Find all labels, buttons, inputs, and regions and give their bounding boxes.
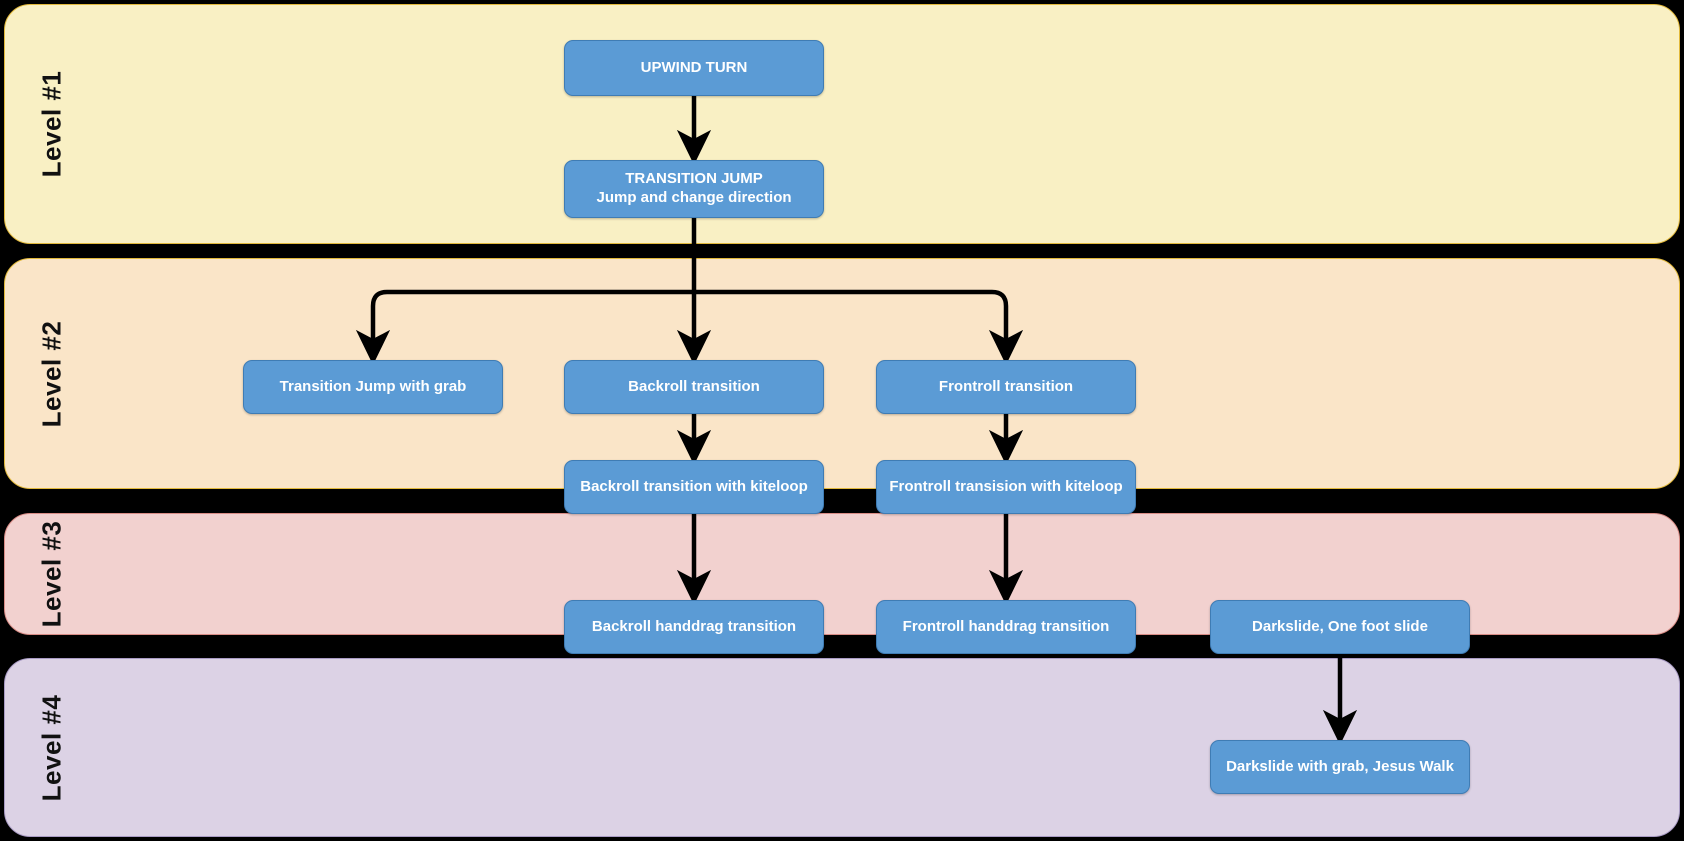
node-label-line: Backroll transition (628, 377, 760, 395)
node-label-line: TRANSITION JUMP (625, 170, 763, 188)
node-label-line: Darkslide with grab, Jesus Walk (1226, 757, 1454, 775)
node-backroll-handdrag-transition[interactable]: Backroll handdrag transition (564, 600, 824, 654)
node-label-line: Frontroll transition (938, 377, 1074, 395)
band-label-level-4: Level #4 (36, 694, 67, 801)
node-transition-jump-with-grab[interactable]: Transition Jump with grab (243, 360, 503, 414)
band-label-level-3: Level #3 (36, 520, 67, 628)
node-label-line: Darkslide, One foot slide (1252, 617, 1428, 635)
node-frontroll-handdrag-transition[interactable]: Frontroll handdrag transition (876, 600, 1136, 654)
band-label-level-2: Level #2 (36, 320, 67, 427)
node-label-line: Frontroll handdrag transition (902, 617, 1110, 635)
node-backroll-transition[interactable]: Backroll transition (564, 360, 824, 414)
band-label-level-1: Level #1 (36, 70, 67, 178)
node-label-line: UPWIND TURN (640, 58, 748, 76)
node-darkslide-one-foot-slide[interactable]: Darkslide, One foot slide (1210, 600, 1470, 654)
node-label-line: Transition Jump with grab (279, 377, 467, 395)
node-label-line: Frontroll transision with kiteloop (889, 477, 1123, 495)
node-frontroll-transision-with-kiteloop[interactable]: Frontroll transision with kiteloop (876, 460, 1136, 514)
node-label-line: Backroll transition with kiteloop (580, 477, 808, 495)
node-frontroll-transition[interactable]: Frontroll transition (876, 360, 1136, 414)
node-label-line: Jump and change direction (596, 189, 792, 206)
node-backroll-transition-with-kiteloop[interactable]: Backroll transition with kiteloop (564, 460, 824, 514)
band-level-1 (4, 4, 1680, 244)
node-label-line: Backroll handdrag transition (591, 617, 797, 635)
node-darkslide-with-grab-jesus-walk[interactable]: Darkslide with grab, Jesus Walk (1210, 740, 1470, 794)
node-upwind-turn[interactable]: UPWIND TURN (564, 40, 824, 96)
